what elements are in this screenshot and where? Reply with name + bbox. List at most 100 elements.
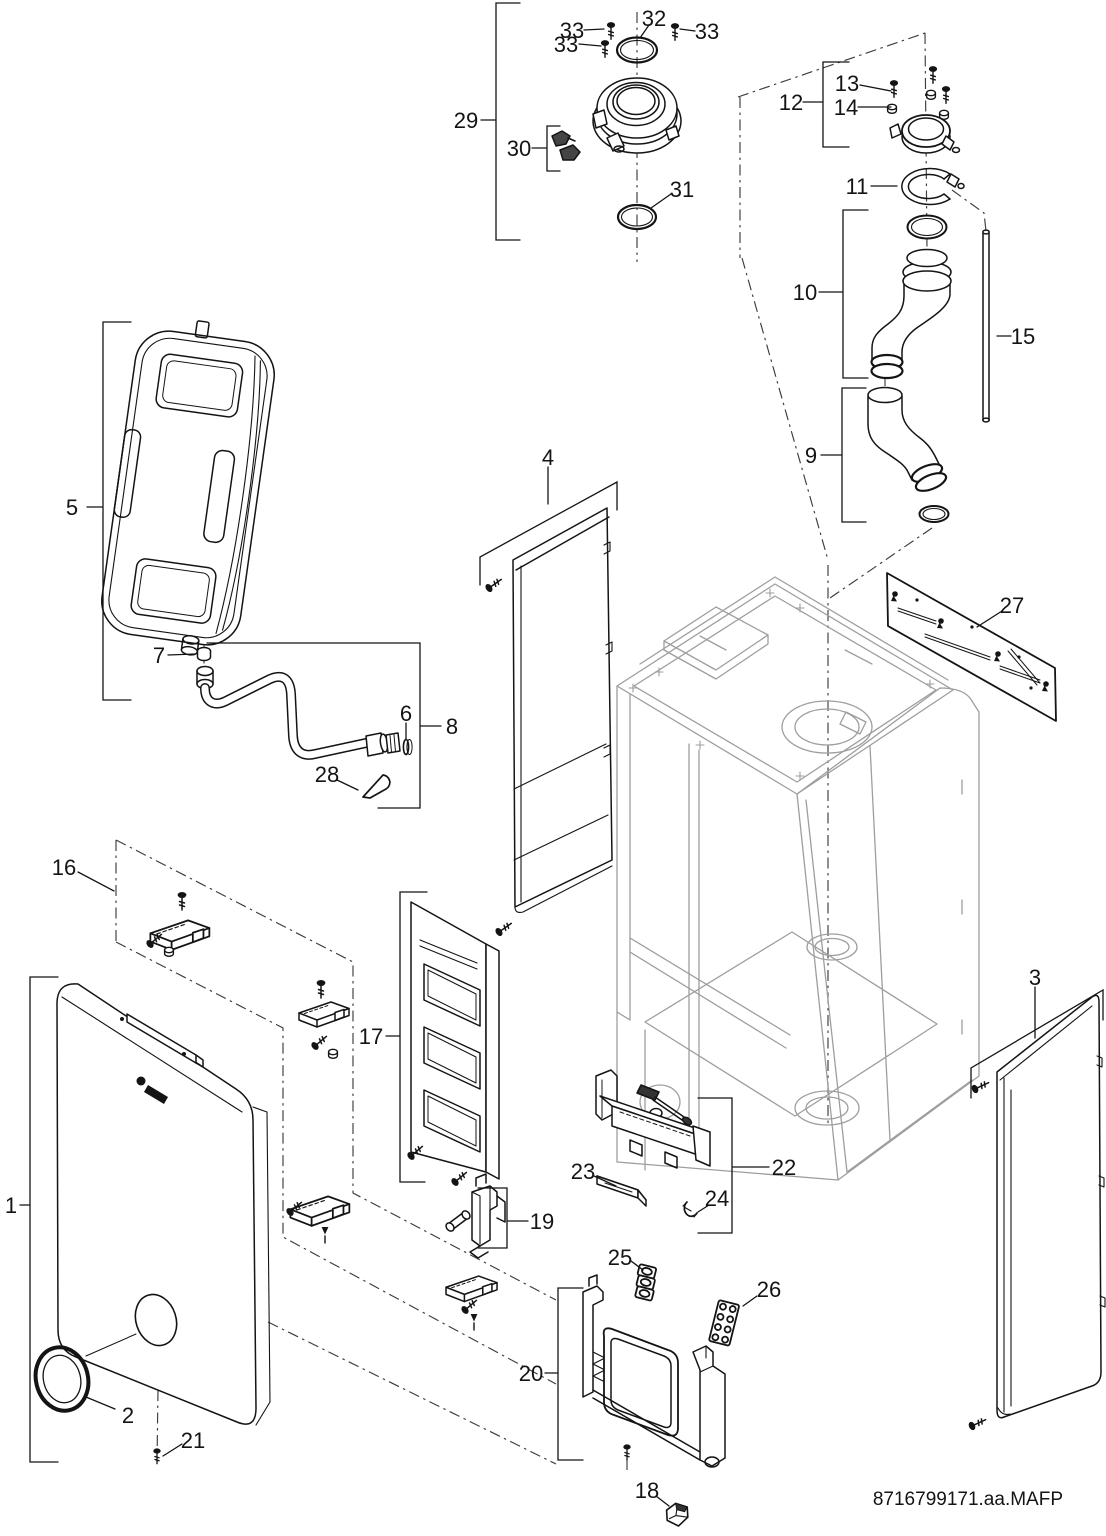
chassis-flue-hole-inner	[794, 708, 860, 746]
callout-31: 31	[670, 177, 694, 202]
bend9-seal-2	[914, 472, 948, 492]
hose-ferrule	[365, 732, 384, 757]
screw-icon-part33	[600, 40, 610, 58]
flue-adapter-part29	[551, 22, 682, 231]
fitting-part30-b	[559, 144, 581, 161]
chassis-back-lip	[639, 576, 949, 681]
callout-6: 6	[400, 701, 412, 726]
callout-12: 12	[779, 90, 803, 115]
link-line-top	[737, 31, 929, 98]
panel1-handle-end	[195, 1054, 204, 1068]
rod-top	[982, 229, 990, 235]
connector-block-part26	[708, 1299, 740, 1347]
panel17-face	[410, 901, 487, 1173]
screw-mark-icon	[654, 667, 664, 677]
chassis-flue-hole	[781, 700, 873, 754]
rod-part15	[982, 229, 990, 423]
ring-ends	[943, 173, 951, 200]
bracket-20	[544, 1287, 584, 1461]
panel4-bottom-curl	[514, 865, 613, 913]
nut7-body	[196, 650, 212, 662]
hose-union-nut	[385, 732, 401, 754]
callout-26: 26	[757, 1277, 781, 1302]
leader-33a	[583, 28, 605, 31]
leader-16	[77, 871, 115, 892]
leader-32	[639, 24, 650, 39]
callout-17: 17	[359, 1024, 383, 1049]
window-ring-link	[85, 1333, 137, 1357]
chassis-top-deck	[616, 583, 954, 795]
front-panel-part1	[33, 983, 271, 1465]
bracket-12	[802, 61, 850, 148]
tbolt-tip	[681, 1116, 693, 1126]
mount-frame-inner	[610, 1337, 672, 1429]
screw-icon-panel4-bottom	[494, 919, 515, 938]
nut-icon-part14	[925, 89, 937, 101]
gasket-below-ring-inner	[910, 217, 944, 237]
callout-27: 27	[1000, 593, 1024, 618]
mount-spring-zigzag	[592, 1351, 606, 1383]
callout-5: 5	[66, 495, 78, 520]
fitting-part30-a-stub	[567, 137, 576, 142]
bend-flange-2	[902, 270, 952, 292]
gasket-below-ring	[906, 214, 948, 240]
ring-inner	[907, 173, 945, 200]
panel3-tabs	[1096, 1055, 1106, 1308]
leader-31	[650, 193, 672, 209]
screw-icon-latch-a	[177, 891, 187, 911]
latch-bracket-d	[445, 1275, 498, 1303]
bracket-19	[477, 1187, 529, 1249]
panel17-slot-1-inner	[427, 969, 477, 1021]
rod-bottom	[982, 417, 990, 423]
clip-part28	[362, 774, 391, 799]
window-ring-part2-inner	[42, 1354, 82, 1404]
screw-mark-icon	[765, 588, 775, 598]
rail-part23-side	[637, 1189, 647, 1207]
latch-bracket-c	[289, 1195, 351, 1227]
leader-13	[859, 84, 892, 92]
mount-top-hook	[588, 1274, 598, 1287]
clip-part18	[665, 1502, 689, 1527]
panel17-slot-2-inner	[427, 1032, 477, 1084]
panel17-slot-3-inner	[427, 1095, 477, 1147]
leader-33c	[679, 28, 696, 32]
handle-screw-icon	[182, 1052, 186, 1056]
hose-outline	[200, 671, 371, 760]
bosch-logo-mark	[136, 1076, 146, 1086]
bend-body	[871, 282, 951, 363]
callout-15: 15	[1011, 324, 1035, 349]
bosch-logo-wordmark	[144, 1085, 168, 1104]
bend-seal-2	[870, 362, 904, 380]
hose-nut-top	[196, 665, 214, 677]
window-ring-part2	[33, 1345, 91, 1413]
nut-icon-latch-a	[163, 946, 175, 958]
panel17-top-slot	[419, 939, 478, 970]
rail-centerline	[619, 1111, 691, 1137]
chassis-right-wall-lines	[805, 745, 973, 1173]
vessel-recess-bottom	[130, 558, 217, 624]
callout-13: 13	[835, 71, 859, 96]
gasket-part31-inner	[620, 207, 654, 227]
callout-25: 25	[608, 1245, 632, 1270]
callout-24: 24	[705, 1186, 729, 1211]
screw-icon-panel17-b	[450, 1168, 470, 1187]
ring-bolt-end	[957, 182, 965, 190]
latch19-hook	[496, 1195, 506, 1223]
panel-projection-lower	[115, 941, 557, 1385]
clamp-part12	[886, 66, 961, 154]
bracket-8	[206, 642, 442, 809]
callout-33b: 33	[554, 32, 578, 57]
screw-icon-mount	[623, 1444, 631, 1461]
leader-2	[85, 1396, 116, 1410]
link-line-to-chassis	[741, 257, 829, 561]
mount-right-arm-lines	[699, 1345, 714, 1373]
panel4-creases	[513, 743, 609, 861]
latch19-body	[471, 1185, 498, 1247]
arrow-icon-latch-d	[469, 1313, 479, 1331]
callout-4: 4	[542, 445, 554, 470]
leader-27	[976, 610, 1003, 628]
adapter-pipe-ring	[616, 86, 656, 116]
nut-part7	[196, 646, 212, 662]
bracket-5	[86, 321, 132, 701]
panel1-top-strip	[61, 996, 243, 1113]
